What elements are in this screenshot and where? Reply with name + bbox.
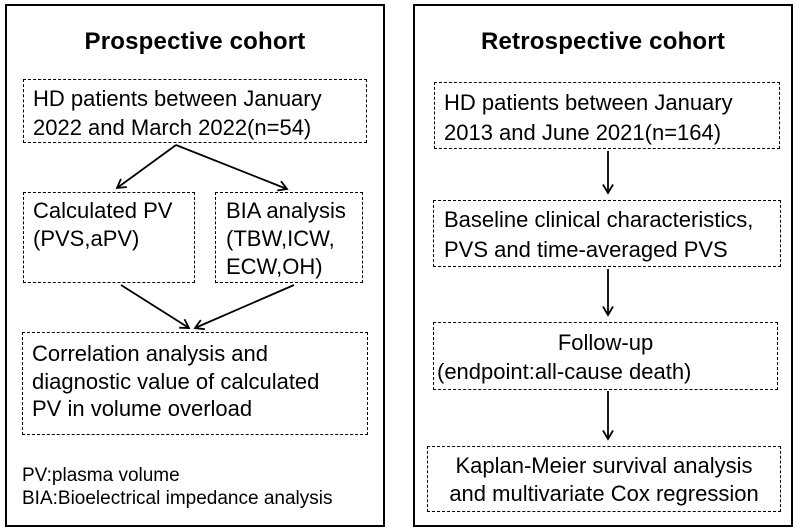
box-line: (endpoint:all-cause death): [437, 359, 692, 384]
box-line: Baseline clinical characteristics,: [444, 207, 754, 232]
box-line: HD patients between January: [33, 86, 322, 111]
box-line: Calculated PV: [33, 198, 173, 223]
box-line: 2022 and March 2022(n=54): [33, 115, 312, 140]
retrospective-cohort-panel: Retrospective cohort HD patients between…: [413, 4, 793, 527]
box-line: (PVS,aPV): [33, 226, 140, 251]
box-line: Kaplan-Meier survival analysis: [455, 453, 753, 478]
box-line: Follow-up: [557, 330, 654, 355]
box-line: PVS and time-averaged PVS: [444, 237, 728, 262]
box-line: and multivariate Cox regression: [449, 481, 759, 506]
box-kaplan-meier: Kaplan-Meier survival analysis and multi…: [427, 446, 781, 512]
box-line: Correlation analysis and: [32, 341, 269, 366]
box-line: PV in volume overload: [32, 396, 253, 421]
box-baseline-characteristics: Baseline clinical characteristics, PVS a…: [433, 200, 781, 267]
box-bia-analysis: BIA analysis (TBW,ICW, ECW,OH): [215, 192, 363, 283]
box-line: HD patients between January: [444, 90, 733, 115]
prospective-panel-title: Prospective cohort: [84, 28, 306, 55]
box-line: (TBW,ICW,: [226, 226, 335, 251]
box-calculated-pv: Calculated PV (PVS,aPV): [23, 192, 195, 283]
box-follow-up: Follow-up (endpoint:all-cause death): [433, 322, 778, 390]
box-line: ECW,OH): [226, 254, 323, 279]
box-correlation-analysis: Correlation analysis and diagnostic valu…: [22, 332, 368, 435]
prospective-cohort-panel: Prospective cohort HD patients between J…: [5, 4, 385, 527]
retrospective-panel-title: Retrospective cohort: [480, 28, 726, 55]
footnote-bia: BIA:Bioelectrical impedance analysis: [22, 487, 333, 509]
box-line: diagnostic value of calculated: [32, 368, 320, 394]
abbreviation-footnotes: PV:plasma volume BIA:Bioelectrical imped…: [22, 465, 333, 510]
footnote-pv: PV:plasma volume: [22, 465, 180, 486]
box-line: 2013 and June 2021(n=164): [444, 120, 722, 145]
box-hd-patients-prospective: HD patients between January 2022 and Mar…: [23, 79, 367, 143]
box-line: BIA analysis: [226, 198, 346, 223]
box-hd-patients-retrospective: HD patients between January 2013 and Jun…: [434, 82, 780, 149]
